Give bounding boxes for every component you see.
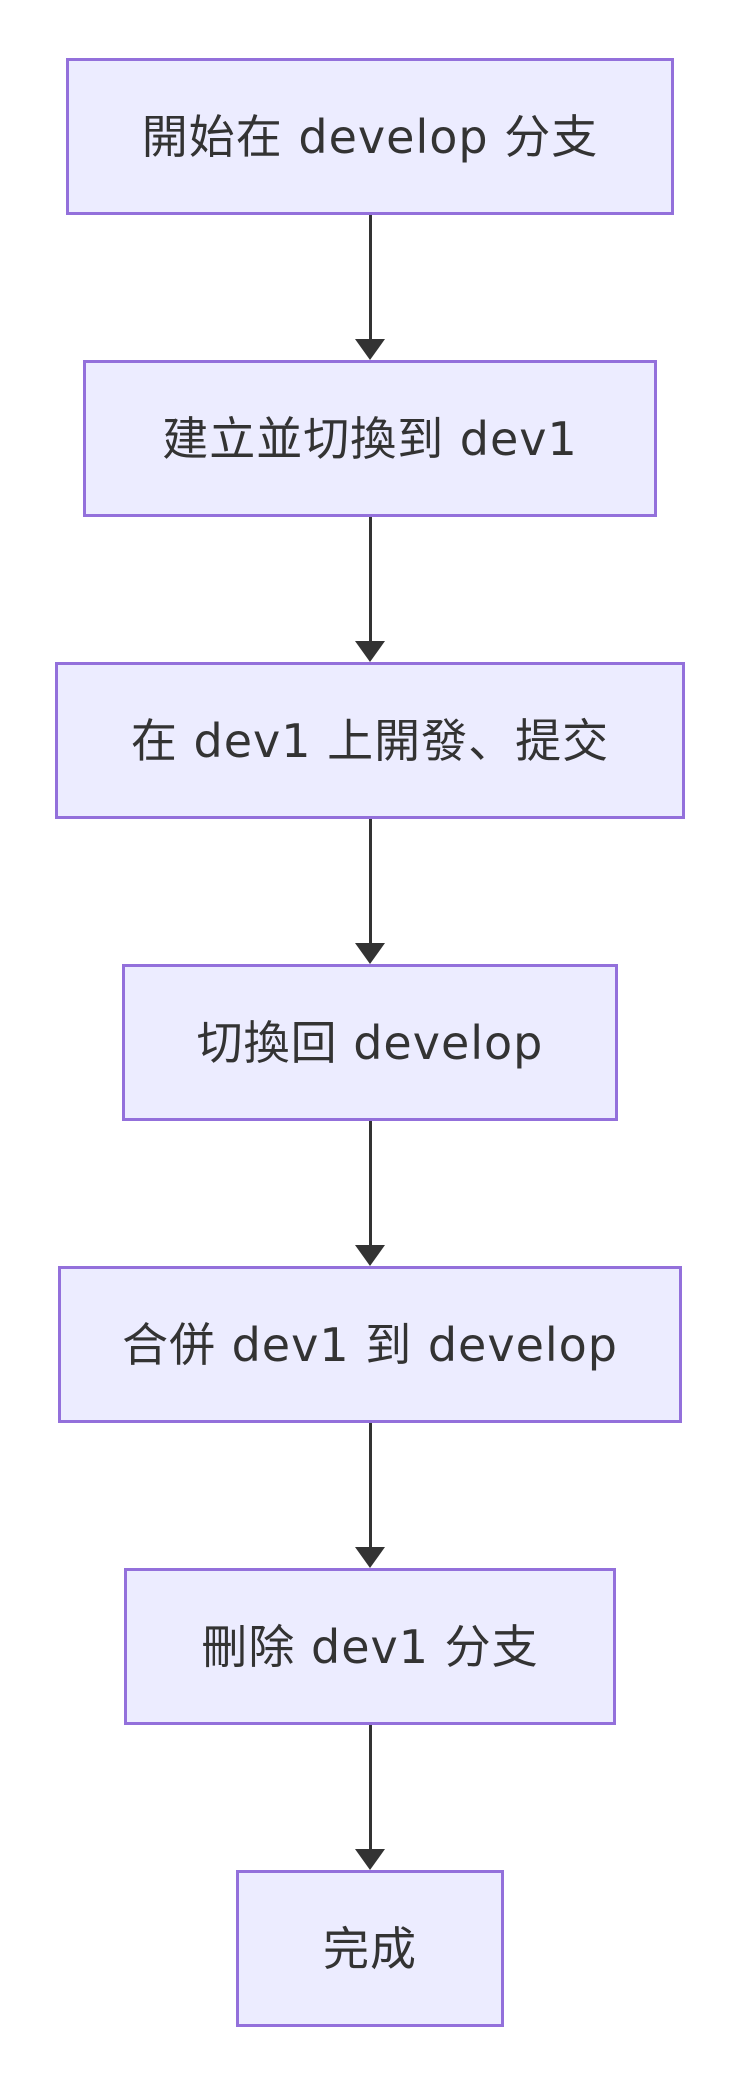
flow-edge-1 [355,215,385,360]
node-label: 開始在 develop 分支 [141,109,599,164]
arrow-stem [368,1121,372,1245]
arrow-down-icon [355,943,385,964]
arrow-stem [368,819,372,943]
node-develop-and-commit-on-dev1: 在 dev1 上開發、提交 [55,662,685,819]
node-switch-back-to-develop: 切換回 develop [122,964,618,1121]
arrow-stem [368,1725,372,1849]
node-label: 合併 dev1 到 develop [121,1317,618,1372]
flow-edge-4 [355,1121,385,1266]
arrow-down-icon [355,1245,385,1266]
node-label: 刪除 dev1 分支 [201,1619,539,1674]
node-create-and-switch-dev1: 建立並切換到 dev1 [83,360,657,517]
flow-edge-6 [355,1725,385,1870]
arrow-stem [368,215,372,339]
node-label: 在 dev1 上開發、提交 [130,713,610,768]
node-label: 完成 [323,1921,417,1976]
arrow-down-icon [355,641,385,662]
flow-edge-5 [355,1423,385,1568]
arrow-stem [368,517,372,641]
flow-edge-2 [355,517,385,662]
arrow-down-icon [355,1849,385,1870]
node-label: 切換回 develop [196,1015,544,1070]
node-done: 完成 [236,1870,504,2027]
arrow-stem [368,1423,372,1547]
flow-edge-3 [355,819,385,964]
node-label: 建立並切換到 dev1 [162,411,578,466]
node-merge-dev1-into-develop: 合併 dev1 到 develop [58,1266,682,1423]
node-delete-dev1-branch: 刪除 dev1 分支 [124,1568,616,1725]
node-start-on-develop: 開始在 develop 分支 [66,58,674,215]
arrow-down-icon [355,339,385,360]
arrow-down-icon [355,1547,385,1568]
